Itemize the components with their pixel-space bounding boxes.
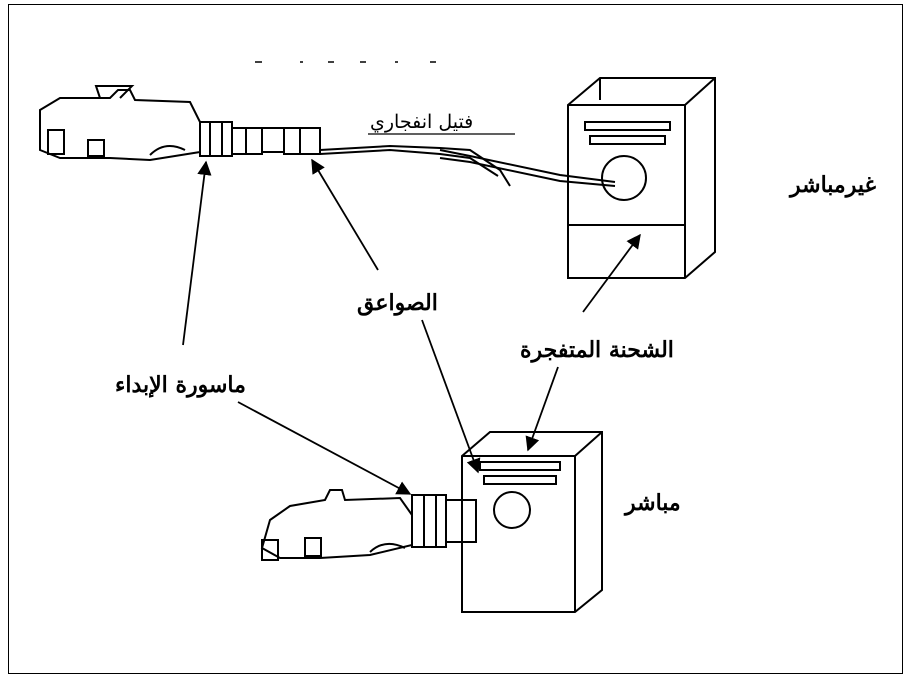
lower-charge-box bbox=[461, 431, 603, 613]
label-detonators: الصواعق bbox=[357, 290, 438, 316]
label-initiation-tube: ماسورة الإبداء bbox=[115, 372, 246, 399]
upper-initiator-device bbox=[39, 85, 321, 162]
label-explosive-charge: الشحنة المتفجرة bbox=[520, 337, 674, 363]
leader-arrows bbox=[182, 158, 641, 495]
diagram-frame bbox=[8, 4, 903, 674]
label-direct: مباشر bbox=[623, 490, 681, 516]
detonating-cord bbox=[319, 144, 616, 187]
upper-charge-box bbox=[567, 77, 716, 279]
lower-initiator-device bbox=[260, 489, 477, 561]
label-detonating-cord: فتيل انفجاري bbox=[370, 111, 473, 133]
label-indirect: غيرمباشر bbox=[788, 172, 876, 198]
